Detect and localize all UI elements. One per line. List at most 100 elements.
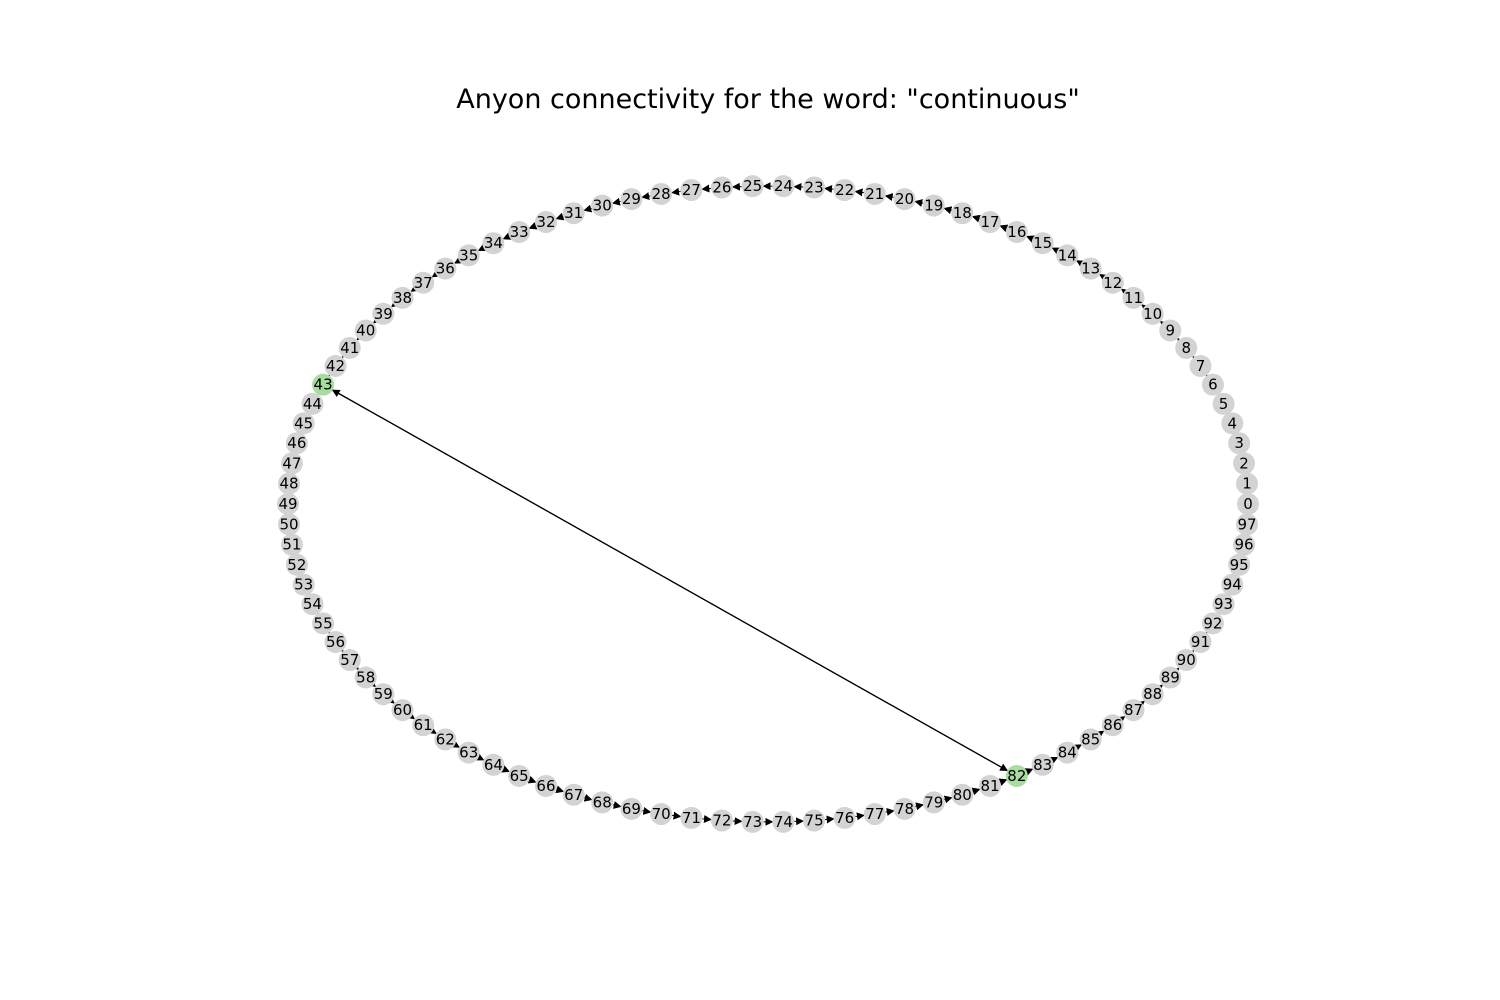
node-13: 13 xyxy=(1079,257,1102,280)
node-circle xyxy=(534,211,557,234)
node-circle xyxy=(1056,244,1079,267)
node-12: 12 xyxy=(1101,271,1124,294)
node-label: 31 xyxy=(564,204,583,222)
nodes-layer: 0123456789101112131415161718192021222324… xyxy=(277,175,1259,833)
node-circle xyxy=(1236,472,1259,495)
node-label: 35 xyxy=(459,246,478,264)
node-circle xyxy=(1228,432,1251,455)
ring-edge xyxy=(1049,757,1059,765)
ring-edge xyxy=(1024,768,1034,776)
node-label: 5 xyxy=(1219,395,1229,413)
node-circle xyxy=(1189,630,1212,653)
node-circle xyxy=(277,472,300,495)
node-circle xyxy=(372,683,395,706)
node-label: 4 xyxy=(1228,414,1238,432)
node-68: 68 xyxy=(591,791,614,814)
node-label: 86 xyxy=(1103,716,1122,734)
node-label: 92 xyxy=(1203,614,1222,632)
node-label: 18 xyxy=(953,204,972,222)
node-label: 88 xyxy=(1143,685,1162,703)
ring-edge xyxy=(854,188,864,197)
node-19: 19 xyxy=(922,194,945,217)
node-circle xyxy=(1141,683,1164,706)
node-label: 60 xyxy=(393,701,412,719)
node-label: 9 xyxy=(1166,322,1176,340)
node-label: 20 xyxy=(895,190,914,208)
node-72: 72 xyxy=(710,809,733,832)
node-label: 21 xyxy=(865,185,884,203)
node-22: 22 xyxy=(833,179,856,202)
node-67: 67 xyxy=(562,783,585,806)
node-circle xyxy=(833,806,856,829)
node-label: 52 xyxy=(287,556,306,574)
ring-edge xyxy=(1116,716,1126,724)
node-circle xyxy=(277,493,299,515)
node-94: 94 xyxy=(1221,573,1244,596)
node-label: 32 xyxy=(536,213,555,231)
node-circle xyxy=(280,533,303,556)
node-label: 10 xyxy=(1143,305,1162,323)
node-circle xyxy=(1122,699,1145,722)
node-circle xyxy=(312,612,335,635)
node-label: 63 xyxy=(459,744,478,762)
ring-edge xyxy=(502,232,512,240)
node-label: 89 xyxy=(1161,668,1180,686)
node-90: 90 xyxy=(1175,649,1198,672)
node-label: 45 xyxy=(294,414,313,432)
node-2: 2 xyxy=(1233,452,1256,475)
node-label: 97 xyxy=(1237,515,1256,533)
node-circle xyxy=(893,797,916,820)
node-circle xyxy=(680,806,703,829)
node-circle xyxy=(979,211,1002,234)
node-5: 5 xyxy=(1212,392,1235,415)
node-25: 25 xyxy=(741,175,764,198)
ring-edge xyxy=(527,775,537,784)
node-label: 17 xyxy=(980,213,999,231)
node-label: 66 xyxy=(536,777,555,795)
ring-edge xyxy=(1154,684,1164,693)
node-label: 23 xyxy=(805,178,824,196)
node-label: 12 xyxy=(1103,274,1122,292)
node-20: 20 xyxy=(893,188,916,211)
node-55: 55 xyxy=(312,612,335,635)
node-circle xyxy=(833,179,856,202)
ring-edge xyxy=(1171,667,1180,677)
node-81: 81 xyxy=(979,774,1002,797)
node-label: 80 xyxy=(953,786,972,804)
node-44: 44 xyxy=(301,392,324,415)
ring-edge xyxy=(671,187,681,196)
node-27: 27 xyxy=(680,179,703,202)
node-37: 37 xyxy=(412,271,435,294)
node-circle xyxy=(680,179,703,202)
ring-edge xyxy=(1075,260,1085,268)
node-circle xyxy=(1079,257,1102,280)
ring-edge xyxy=(528,222,538,230)
node-circle xyxy=(391,286,414,309)
node-38: 38 xyxy=(391,286,414,309)
node-label: 51 xyxy=(282,536,301,554)
ring-edge xyxy=(1177,337,1186,347)
node-circle xyxy=(1228,553,1251,576)
node-64: 64 xyxy=(482,753,505,776)
node-circle xyxy=(1101,271,1124,294)
node-circle xyxy=(1201,373,1224,396)
node-36: 36 xyxy=(434,257,457,280)
ring-edge xyxy=(825,815,835,824)
ring-edge xyxy=(914,199,924,207)
node-7: 7 xyxy=(1189,355,1212,378)
node-circle xyxy=(863,803,886,826)
ring-edge xyxy=(701,184,711,193)
node-label: 65 xyxy=(510,767,529,785)
ring-edge xyxy=(427,726,437,735)
node-88: 88 xyxy=(1141,683,1164,706)
node-circle xyxy=(1079,728,1102,751)
node-label: 93 xyxy=(1214,595,1233,613)
ring-edge xyxy=(451,740,461,748)
node-26: 26 xyxy=(710,176,733,199)
node-circle xyxy=(338,336,361,359)
node-48: 48 xyxy=(277,472,300,495)
ring-edge xyxy=(641,192,651,201)
ring-edge xyxy=(1136,700,1145,709)
node-circle xyxy=(285,432,308,455)
